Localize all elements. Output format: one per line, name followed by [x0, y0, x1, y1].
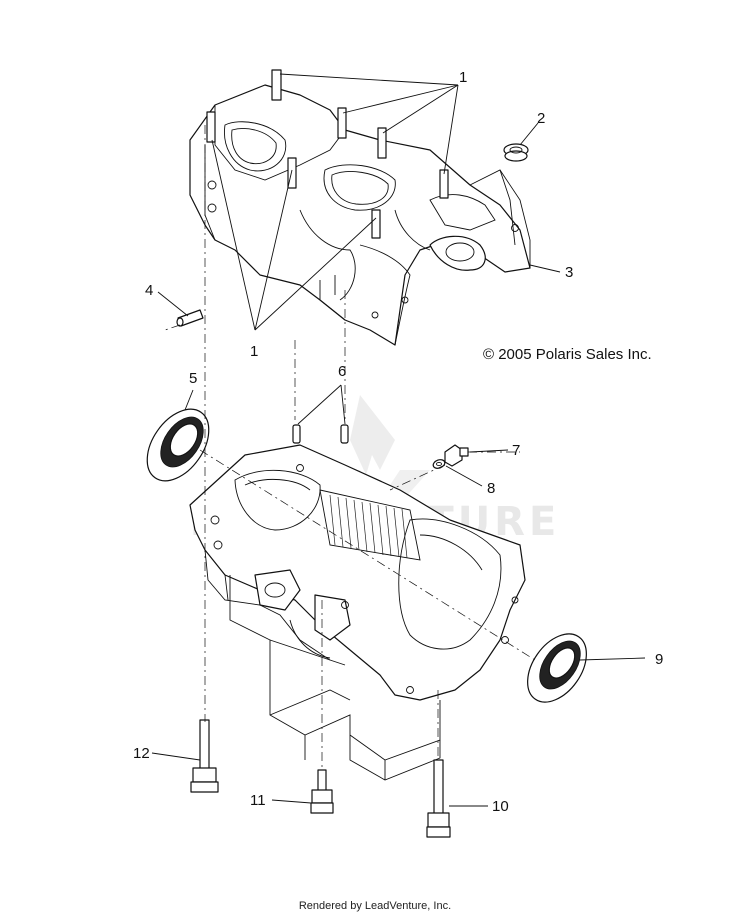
- callout-9: 9: [655, 651, 663, 668]
- callouts: 1 1 2 3 4 5 6 7 8 9 10 11 12: [133, 69, 663, 815]
- crankcase-ribs: [329, 494, 408, 559]
- callout-8: 8: [487, 480, 495, 497]
- callout-1-top: 1: [459, 69, 467, 86]
- callout-10: 10: [492, 798, 509, 815]
- upper-crankcase: [189, 69, 531, 346]
- part-4-dowel-pin: [176, 309, 204, 327]
- part-10-bolt: [426, 759, 451, 838]
- part-7-plug: [444, 444, 469, 467]
- leader-lines: [151, 73, 646, 807]
- callout-6: 6: [338, 363, 346, 380]
- callout-3: 3: [565, 264, 573, 281]
- assembly-centerlines: [164, 125, 536, 770]
- part-5-oil-seal: [146, 408, 210, 482]
- callout-2: 2: [537, 110, 545, 127]
- part-9-oil-seal: [527, 633, 587, 703]
- copyright-notice: © 2005 Polaris Sales Inc.: [483, 346, 652, 363]
- part-2-grommet: [503, 143, 529, 162]
- callout-4: 4: [145, 282, 153, 299]
- part-6-dowel-pins: [292, 424, 349, 444]
- callout-7: 7: [512, 442, 520, 459]
- lower-crankcase: [189, 444, 526, 701]
- render-credit: Rendered by LeadVenture, Inc.: [298, 900, 452, 912]
- part-11-bolt: [310, 769, 334, 814]
- part-12-bolt: [190, 719, 219, 793]
- callout-1-bottom: 1: [250, 343, 258, 360]
- stud-bolts-upper: [206, 69, 449, 239]
- callout-5: 5: [189, 370, 197, 387]
- callout-11: 11: [250, 792, 266, 809]
- callout-12: 12: [133, 745, 150, 762]
- sump-phantom-outline: [229, 575, 441, 781]
